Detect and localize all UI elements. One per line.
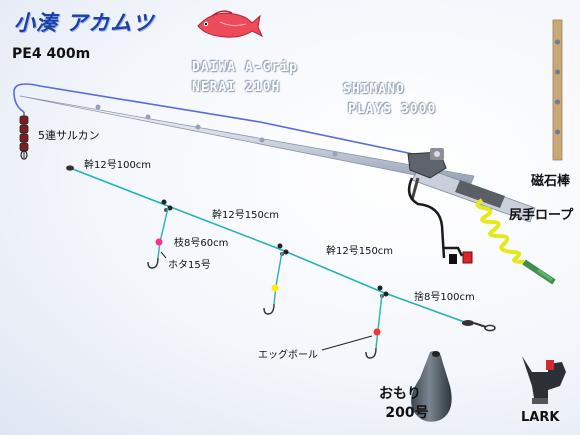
hook-icon [147,257,159,269]
leader-egg-ball [321,335,373,351]
trunk-3-label: 幹12号150cm [326,246,394,257]
butt-rope [475,198,556,285]
main-line [13,83,433,159]
magnet-stick [552,19,563,161]
fishing-rod [19,95,536,223]
branch-label: 枝8号60cm [174,238,229,249]
main-line-label: PE4 400m [12,46,91,62]
red-fish-icon [197,10,264,38]
lark-tool-icon [522,356,566,404]
power-cable [407,177,473,264]
five-ring-swivel-icon [19,112,29,160]
sinker-icon [411,351,452,422]
reel-icon [407,148,447,201]
sinker-label: おもり 200号 [370,385,430,423]
leader-label: 捨8号100cm [414,292,475,303]
branch-3 [365,285,389,359]
reel-name-line1: SHIMANO [343,82,405,97]
leader-hook [160,251,167,259]
rod-guide-icons [95,104,338,157]
rig-trunk-line [69,167,471,325]
trunk-2-label: 幹12号150cm [212,210,280,221]
end-snap-swivel-icon [462,320,496,332]
egg-ball-label: エッグボール [258,350,318,361]
lark-label: LARK [521,410,560,425]
reel-name-line2: PLAYS 3000 [348,102,437,117]
hook-label: ホタ15号 [168,260,211,271]
butt-rope-label: 尻手ロープ [509,208,574,223]
hook-icon [263,303,275,315]
sinker-label-line2: 200号 [385,405,429,421]
red-bead-icon [373,328,381,336]
yellow-bead-icon [271,284,279,292]
branch-2 [263,243,289,315]
magnet-label: 磁石棒 [531,174,571,189]
branch-1 [147,199,173,269]
hook-icon [365,347,377,359]
snap-swivel-icon [66,165,74,171]
pink-bead-icon [155,238,163,246]
page-title: 小湊 アカムツ [14,11,155,35]
trunk-1-label: 幹12号100cm [84,160,152,171]
sinker-label-line1: おもり [379,386,421,402]
rod-name-line1: DAIWA A-Grip [192,60,298,75]
swivel-label: 5連サルカン [38,129,100,142]
rod-name-line2: NERAI 210H [192,80,281,95]
